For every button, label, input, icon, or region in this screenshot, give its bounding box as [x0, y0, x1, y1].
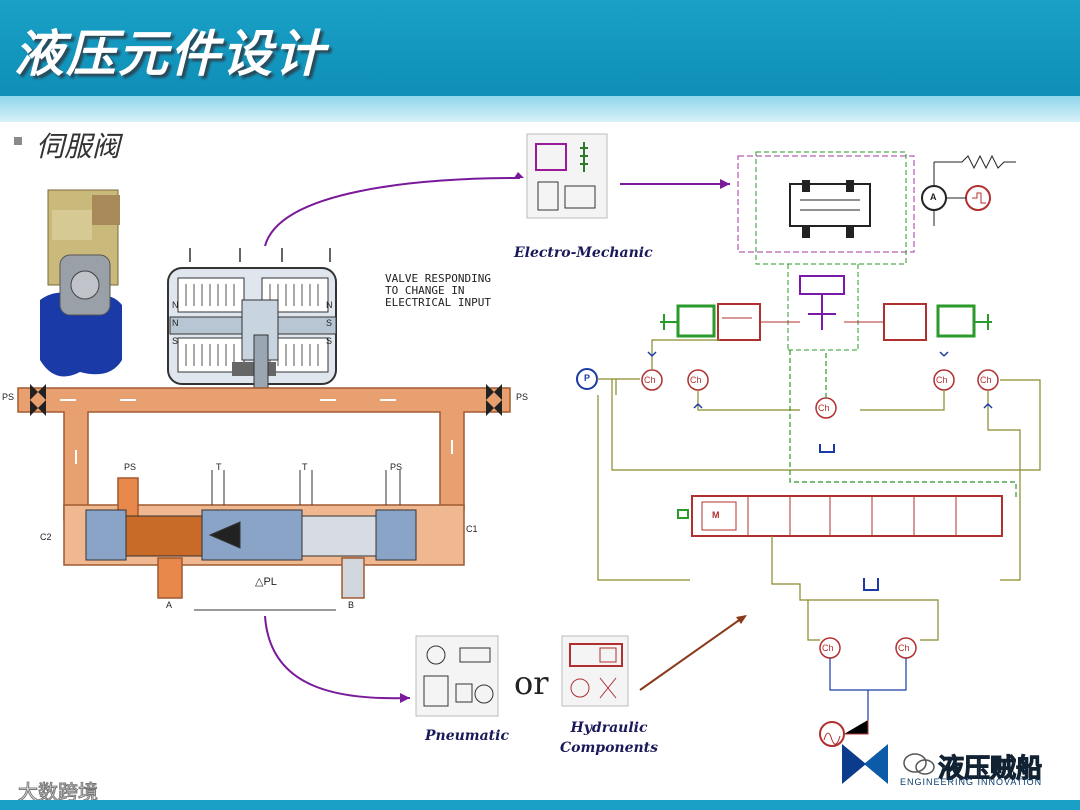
hydraulic-icon — [561, 635, 629, 707]
tank-symbols — [819, 444, 879, 591]
spool — [85, 509, 417, 561]
label-n1: N — [172, 300, 179, 310]
label-b: B — [348, 600, 355, 610]
label-p-source: P — [584, 373, 591, 383]
label-t2: T — [302, 462, 308, 472]
input-arrows — [189, 248, 331, 262]
schematic-arrows — [647, 351, 993, 409]
footer-bar — [0, 800, 1080, 810]
ports — [211, 470, 401, 505]
label-ch-1: Ch — [644, 375, 656, 385]
servo-valve-photo — [40, 189, 122, 377]
header-band — [0, 96, 1080, 122]
label-ch-5: Ch — [980, 375, 992, 385]
label-ps-mid1: PS — [124, 462, 137, 472]
pneumatic-icon — [415, 635, 499, 717]
valve-note: VALVE RESPONDING TO CHANGE IN ELECTRICAL… — [385, 272, 491, 309]
label-or: or — [514, 664, 549, 702]
label-ch-3: Ch — [818, 403, 830, 413]
shutoff-valves — [30, 384, 502, 416]
main-spool-schematic — [677, 495, 1003, 537]
label-c2: C2 — [40, 532, 52, 542]
arrow-to-pneumatic — [264, 615, 411, 700]
label-ammeter: A — [930, 192, 937, 202]
page-title: 液压元件设计 — [14, 24, 326, 83]
label-ch-2: Ch — [690, 375, 702, 385]
company-logo-icon — [842, 744, 888, 784]
em-schematic — [737, 151, 1016, 265]
arrow-to-circuit — [639, 615, 746, 691]
label-ch-6: Ch — [822, 643, 834, 653]
section-title: 伺服阀 — [36, 130, 121, 163]
left-actuator — [660, 303, 800, 341]
label-n3: N — [326, 300, 333, 310]
label-pneumatic: Pneumatic — [425, 728, 509, 744]
logo-text: 液压贼船 — [937, 754, 1043, 785]
label-ps-left: PS — [2, 392, 15, 402]
circuit-lines — [597, 339, 1041, 720]
label-hydraulic: Hydraulic Components — [560, 720, 659, 756]
electro-mechanic-icon — [526, 133, 608, 219]
flow-arrows — [60, 399, 453, 464]
flapper-nozzle — [787, 264, 859, 351]
label-n2: N — [172, 318, 179, 328]
bullet-marker — [14, 137, 22, 145]
header-bar: 液压元件设计 — [0, 0, 1080, 96]
label-delta-pl: △PL — [255, 576, 277, 588]
label-s1: S — [172, 336, 179, 346]
label-s3: S — [326, 336, 333, 346]
logo-subtitle: ENGINEERING INNOVATION — [900, 777, 1043, 787]
ch-orifices — [641, 369, 999, 659]
label-motor: M — [712, 510, 720, 520]
label-electro-mechanic: Electro-Mechanic — [514, 245, 653, 261]
signal-generator-icon — [819, 720, 869, 747]
label-ch-7: Ch — [898, 643, 910, 653]
label-t1: T — [216, 462, 222, 472]
arrow-to-electro — [264, 177, 521, 247]
label-ps-mid2: PS — [390, 462, 403, 472]
label-ch-4: Ch — [936, 375, 948, 385]
oil-passages — [17, 387, 511, 599]
label-a: A — [166, 600, 173, 610]
right-actuator — [844, 303, 992, 341]
label-ps-right: PS — [516, 392, 529, 402]
label-s2: S — [326, 318, 333, 328]
label-c1: C1 — [466, 524, 478, 534]
wechat-icon — [902, 752, 936, 776]
